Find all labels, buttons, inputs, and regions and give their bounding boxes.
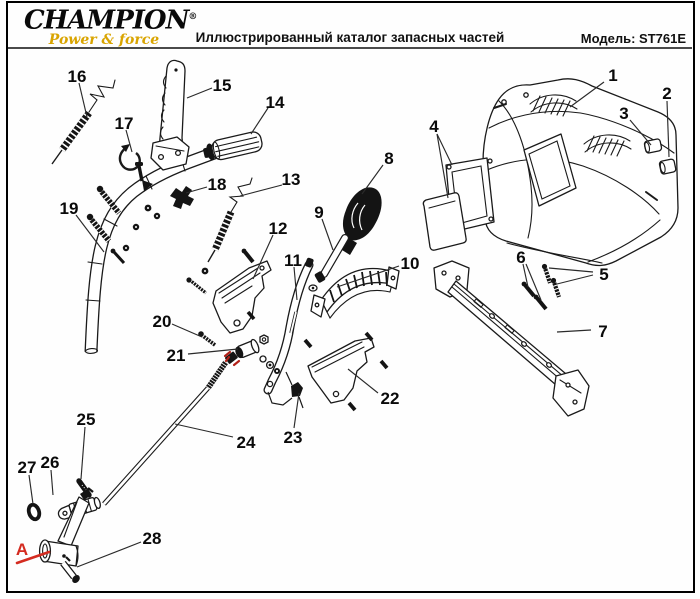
page-title: Иллюстрированный каталог запасных частей — [195, 30, 505, 45]
fastener-carriage-bolts — [86, 162, 161, 265]
callout-27: 27 — [18, 458, 37, 477]
part-drawing-17-hook — [118, 144, 141, 171]
callout-28: 28 — [143, 529, 162, 548]
part-drawing-6-screws — [521, 281, 548, 311]
part-drawing-4-panel-frame — [422, 157, 495, 251]
callout-14: 14 — [266, 93, 285, 112]
callout-12: 12 — [269, 219, 288, 238]
callout-labels: 1 2 3 4 5 6 7 8 9 10 11 12 13 14 15 16 1… — [16, 66, 672, 559]
callout-23: 23 — [284, 428, 303, 447]
callout-5: 5 — [599, 265, 608, 284]
part-drawing-14-grip — [203, 131, 263, 161]
callout-15: 15 — [213, 76, 232, 95]
brand-name: CHAMPION — [24, 5, 189, 36]
callout-17: 17 — [115, 114, 134, 133]
part-drawing-21-bushing — [223, 334, 280, 374]
part-drawing-1-console-panel — [482, 78, 679, 267]
callout-4: 4 — [429, 117, 439, 136]
part-drawing-5-bolts — [541, 263, 561, 298]
part-drawing-19-handlebar — [84, 146, 217, 354]
callout-19: 19 — [60, 199, 79, 218]
callout-6: 6 — [516, 248, 525, 267]
part-drawing-22-bracket — [303, 331, 389, 412]
part-drawing-10-guide — [310, 266, 400, 319]
callout-11: 11 — [284, 251, 302, 270]
callout-20: 20 — [153, 312, 172, 331]
part-drawing-3-bushing — [643, 138, 663, 154]
brand-tagline: Power & force — [48, 31, 160, 48]
part-drawing-13-spring — [207, 177, 253, 263]
console-vent-grille-right — [583, 134, 632, 157]
part-drawing-7-support-frame — [433, 260, 590, 417]
part-drawing-12-bracket — [186, 248, 272, 334]
red-highlight-fastener — [223, 350, 241, 367]
header-divider — [8, 47, 692, 49]
console-vent-grille-top — [529, 94, 578, 117]
part-drawing-8-knob — [342, 187, 382, 255]
callout-2: 2 — [662, 84, 671, 103]
callout-9: 9 — [314, 203, 323, 222]
callout-25: 25 — [77, 410, 96, 429]
part-drawing-16-spring — [51, 79, 116, 165]
callout-26: 26 — [41, 453, 60, 472]
leader-lines — [15, 81, 670, 568]
part-drawing-2-cap — [658, 158, 677, 175]
callout-16: 16 — [68, 67, 87, 86]
champion-logo-wordmark: CHAMPION® — [24, 3, 197, 35]
champion-logo: CHAMPION® Power & force — [24, 3, 197, 48]
callout-7: 7 — [598, 322, 607, 341]
part-drawing-28-pin — [60, 556, 80, 584]
callout-3: 3 — [619, 104, 628, 123]
callout-22: 22 — [381, 389, 400, 408]
part-drawing-27-oring — [26, 502, 42, 522]
part-drawing-15-lever — [150, 59, 190, 171]
callout-21: 21 — [167, 346, 186, 365]
part-drawing-18-clamp — [170, 186, 194, 209]
part-drawing-9-rod — [308, 234, 349, 292]
callout-13: 13 — [282, 170, 301, 189]
callout-10: 10 — [401, 254, 420, 273]
exploded-parts-diagram: 1 2 3 4 5 6 7 8 9 10 11 12 13 14 15 16 1… — [15, 59, 679, 584]
highlight-a-pointer — [15, 550, 51, 565]
callout-a-highlight: A — [16, 540, 28, 559]
model-label: Модель: ST761E — [580, 31, 686, 46]
callout-8: 8 — [384, 149, 393, 168]
part-drawing-23-clip — [285, 371, 304, 409]
part-drawing-20-screw — [198, 331, 217, 347]
callout-18: 18 — [208, 175, 227, 194]
callout-24: 24 — [237, 433, 256, 452]
registered-mark: ® — [188, 12, 198, 22]
callout-1: 1 — [608, 66, 617, 85]
